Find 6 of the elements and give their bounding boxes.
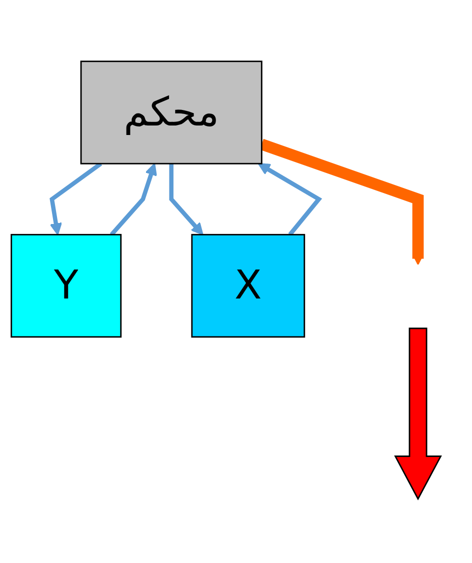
arrow <box>169 164 204 236</box>
node-label: Y <box>54 260 78 310</box>
node-label: X <box>234 260 262 310</box>
arrow <box>258 163 322 236</box>
arrow <box>110 163 157 236</box>
node-label: محكم <box>124 87 220 138</box>
